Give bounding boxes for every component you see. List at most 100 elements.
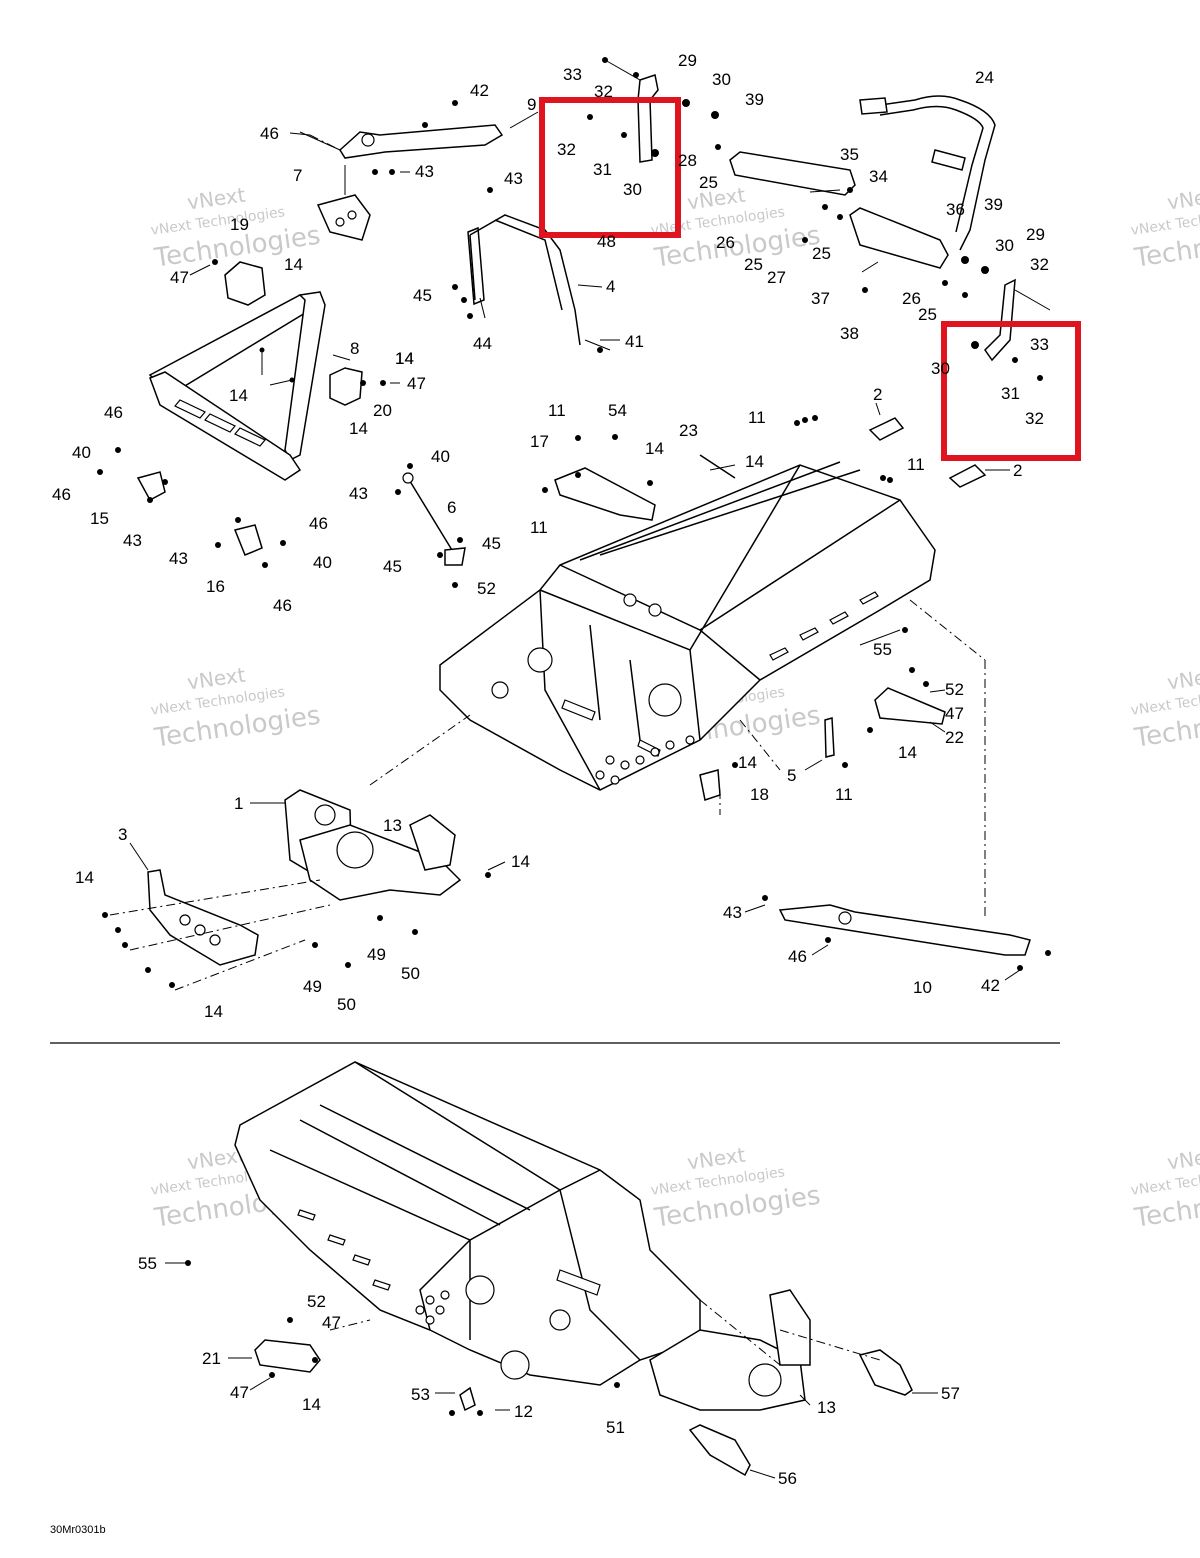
callout-label: 49 [367,945,386,964]
callout-label: 8 [350,339,359,358]
rear-parts [699,599,1031,956]
callout-label: 26 [902,289,921,308]
part-16-bracket [233,524,263,556]
part-4-loop [469,214,581,346]
callout-label: 49 [303,977,322,996]
callout-label: 51 [606,1418,625,1437]
callout-label: 55 [138,1254,157,1273]
callout-label: 56 [778,1469,797,1488]
callout-label: 46 [104,403,123,422]
watermark: vNext vNext Technologies Technologies [150,663,323,754]
part-20-bracket [329,367,363,406]
part-7-bracket [316,194,371,241]
watermark: vNext vNext Technologies Technologies [650,183,823,274]
callout-label: 34 [869,167,888,186]
part-22-pad [874,687,946,725]
callout-label: 12 [514,1402,533,1421]
callout-label: 32 [557,140,576,159]
callout-label: 52 [307,1292,326,1311]
watermark: vNext vNext Technologies Technologies [1130,1143,1200,1234]
callout-label: 42 [470,81,489,100]
callout-label: 45 [383,557,402,576]
callout-label: 14 [302,1395,321,1414]
callout-label: 39 [745,90,764,109]
callout-label: 33 [1030,335,1049,354]
callout-label: 14 [284,255,303,274]
callout-label: 14 [75,868,94,887]
callout-label: 40 [313,553,332,572]
callout-label: 46 [273,596,292,615]
callout-label: 14 [395,349,414,368]
part-36-bar [849,207,949,269]
callout-label: 16 [206,577,225,596]
part-53-clip [459,1386,476,1412]
part-5-bracket [824,717,835,758]
callout-label: 53 [411,1385,430,1404]
callout-label: 47 [945,704,964,723]
part-35-bar [729,151,856,196]
callout-label: 13 [817,1398,836,1417]
callout-label: 40 [72,443,91,462]
callout-label: 29 [1026,225,1045,244]
part-29-upright [637,74,659,163]
callout-label: 36 [946,200,965,219]
callout-label: 26 [716,233,735,252]
callout-label: 54 [608,401,627,420]
callout-label: 10 [913,978,932,997]
callout-label: 45 [413,286,432,305]
callout-label: 47 [170,268,189,287]
hardware-dots [97,57,1051,1416]
callout-labels: 33 32 29 30 39 24 42 9 46 43 32 31 30 28… [52,51,1049,1488]
part-57-cover [858,1349,913,1396]
callout-label: 13 [383,816,402,835]
callout-label: 43 [415,162,434,181]
callout-label: 32 [1025,409,1044,428]
callout-label: 30 [623,180,642,199]
callout-label: 46 [309,514,328,533]
callout-label: 14 [745,452,764,471]
callout-label: 9 [527,95,536,114]
callout-label: 14 [229,386,248,405]
callout-label: 32 [1030,255,1049,274]
callout-label: 50 [337,995,356,1014]
callout-label: 45 [482,534,501,553]
callout-label: 35 [840,145,859,164]
callout-label: 25 [699,173,718,192]
callout-label: 31 [1001,384,1020,403]
callout-label: 42 [981,976,1000,995]
part-19-bracket [224,261,266,306]
callout-label: 2 [1013,461,1022,480]
callout-label: 52 [477,579,496,598]
callout-label: 14 [395,349,414,368]
callout-label: 44 [473,334,492,353]
callout-label: 39 [984,195,1003,214]
callout-label: 11 [835,785,853,804]
callout-label: 11 [548,401,566,420]
callout-label: 11 [907,455,925,474]
callout-label: 48 [597,232,616,251]
part-15-bracket [136,471,166,502]
svg-text:vNext: vNext [1166,663,1200,695]
callout-label: 11 [748,408,766,427]
callout-label: 30 [931,359,950,378]
part-18-bracket [699,769,721,801]
callout-label: 14 [898,743,917,762]
callout-label: 30 [995,236,1014,255]
callout-label: 41 [625,332,644,351]
part-2-pad-top [868,417,905,441]
callout-label: 3 [118,825,127,844]
callout-label: 47 [407,374,426,393]
callout-label: 43 [723,903,742,922]
part-6-rod [407,477,456,556]
callout-label: 7 [293,166,302,185]
callout-label: 29 [678,51,697,70]
callout-label: 25 [812,244,831,263]
part-21-pad [254,1339,321,1373]
part-23-link [699,454,736,479]
callout-label: 46 [788,947,807,966]
callout-label: 6 [447,498,456,517]
drawing-code: 30Mr0301b [50,1524,106,1536]
callout-label: 1 [234,794,243,813]
leader-lines [129,111,1021,1479]
